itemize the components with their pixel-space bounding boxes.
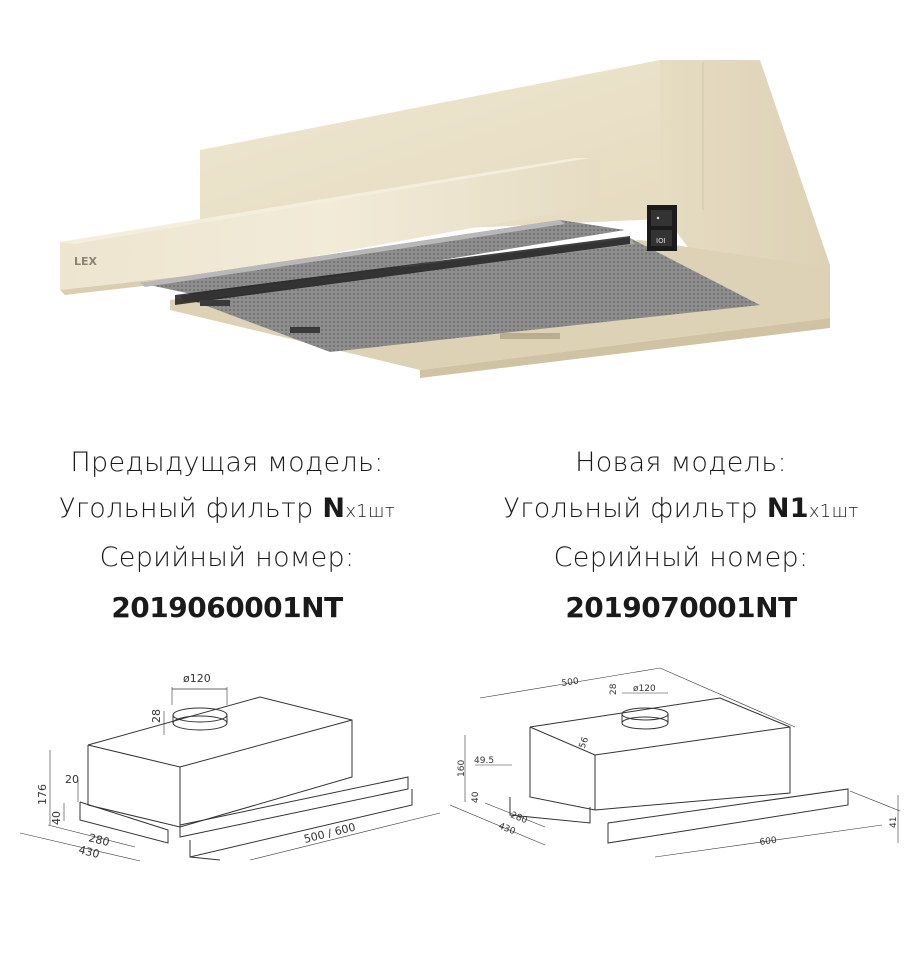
- dim-duct-diameter: ø120: [183, 672, 211, 685]
- filter-code: N: [322, 493, 346, 524]
- lex-logo: LEX: [74, 255, 98, 268]
- svg-text:LEX: LEX: [74, 255, 98, 268]
- dim-visor-height: 40: [471, 791, 481, 803]
- dim-depth-total: 430: [497, 822, 517, 838]
- new-model-filter: Угольный фильтр N1x1шт: [503, 493, 859, 524]
- previous-model-serial-number: 2019060001NT: [111, 591, 343, 624]
- dim-duct-offset: 56: [578, 736, 591, 750]
- previous-model-serial-label: Серийный номер:: [99, 542, 355, 573]
- previous-model-filter: Угольный фильтр Nx1шт: [58, 493, 396, 524]
- filter-code: N1: [766, 493, 809, 524]
- dim-depth-total: 430: [77, 843, 101, 861]
- dim-depth-inner: 280: [509, 811, 529, 827]
- dim-duct-height: 28: [609, 683, 619, 695]
- dim-front-offset: 49.5: [474, 756, 494, 766]
- dim-total-height: 176: [36, 784, 49, 805]
- new-model-serial-number: 2019070001NT: [565, 591, 797, 624]
- rocker-switch-block: IOI: [647, 205, 677, 251]
- svg-text:IOI: IOI: [656, 237, 666, 245]
- new-model-drawing: 500 56 28 ø120 160 49.5 40 280 430 600 4…: [449, 665, 908, 875]
- dim-width: 600: [759, 836, 778, 848]
- dim-duct-diameter: ø120: [633, 684, 656, 694]
- previous-model-info: Предыдущая модель: Угольный фильтр Nx1шт…: [0, 440, 454, 633]
- new-model-info: Новая модель: Угольный фильтр N1x1шт Сер…: [454, 440, 908, 633]
- new-model-heading: Новая модель:: [575, 447, 787, 478]
- product-image: LEX IOI: [0, 0, 908, 400]
- dim-top-width: 500: [561, 677, 580, 689]
- new-model-serial-label: Серийный номер:: [553, 542, 809, 573]
- cooker-hood-illustration: LEX IOI: [60, 60, 830, 378]
- dim-visor-height: 40: [50, 811, 63, 825]
- dim-total-height: 160: [457, 760, 467, 777]
- dim-visor-panel-height: 41: [889, 817, 899, 828]
- dim-depth-inner: 280: [87, 831, 111, 849]
- dim-front-offset: 20: [65, 773, 79, 786]
- dim-duct-height: 28: [150, 709, 163, 723]
- previous-model-drawing: ø120 28 176 20 40 280 430 500 / 600: [19, 665, 450, 875]
- previous-model-heading: Предыдущая модель:: [70, 447, 384, 478]
